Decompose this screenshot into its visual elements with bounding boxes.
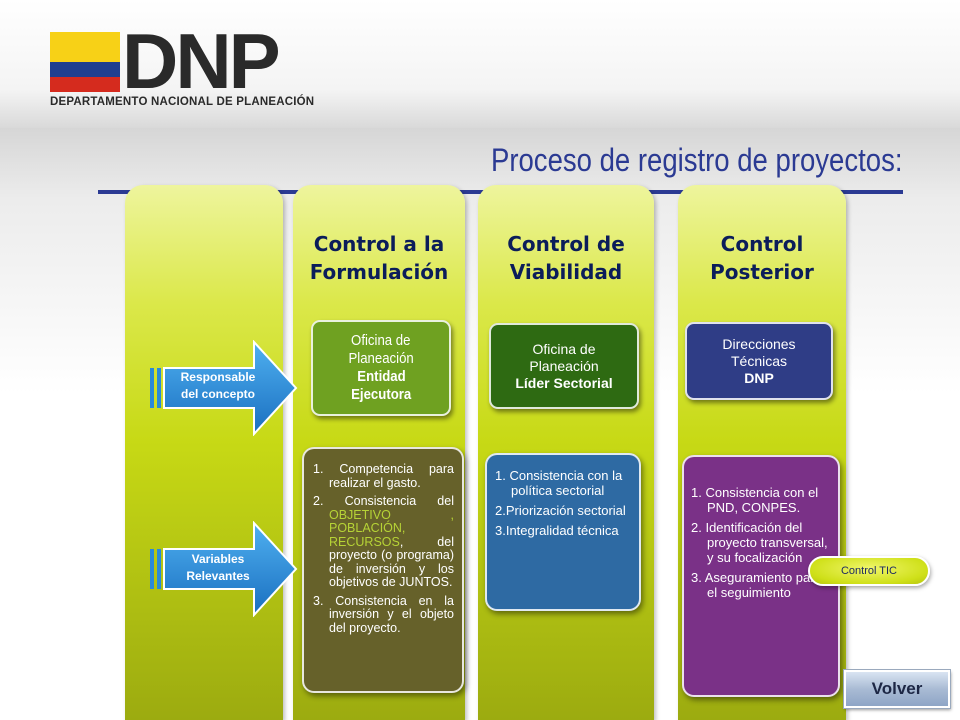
page-title: Proceso de registro de proyectos: bbox=[490, 142, 902, 178]
responsable-box-viabilidad: Oficina de Planeación Líder Sectorial bbox=[489, 323, 639, 409]
list-item: 1. Consistencia con la política sectoria… bbox=[495, 468, 623, 498]
list-item: 3.Integralidad técnica bbox=[495, 523, 619, 538]
logo-subtitle: DEPARTAMENTO NACIONAL DE PLANEACIÓN bbox=[50, 96, 315, 108]
dnp-logo: DNP bbox=[122, 17, 281, 105]
header: DNP DEPARTAMENTO NACIONAL DE PLANEACIÓN bbox=[0, 0, 960, 128]
column-title: Control de Viabilidad bbox=[507, 232, 625, 284]
variables-box-posterior: 1. Consistencia con el PND, CONPES. 2. I… bbox=[682, 455, 840, 697]
column-control-viabilidad: Control de Viabilidad bbox=[478, 185, 654, 720]
list-item: 3. Consistencia en la inversión y el obj… bbox=[313, 593, 454, 635]
list-item: 2. Consistencia del OBJETIVO , POBLACIÓN… bbox=[313, 494, 454, 589]
variables-arrow-icon bbox=[150, 521, 298, 617]
list-item: 2. Identificación del proyecto transvers… bbox=[691, 520, 828, 565]
list-item: 2.Priorización sectorial bbox=[495, 503, 626, 518]
variables-box-formulacion: 1. Competencia para realizar el gasto. 2… bbox=[302, 447, 464, 693]
row-label-column bbox=[125, 185, 283, 720]
row-label-responsable: Responsable del concepto bbox=[180, 370, 256, 401]
column-title: Control a la Formulación bbox=[309, 232, 449, 284]
criteria-list: 1. Competencia para realizar el gasto. 2… bbox=[313, 462, 454, 635]
responsable-arrow-icon bbox=[150, 340, 298, 436]
row-label-variables: Variables Relevantes bbox=[186, 552, 250, 583]
criteria-list: 1. Consistencia con el PND, CONPES. 2. I… bbox=[691, 485, 831, 600]
control-tic-badge: Control TIC bbox=[808, 556, 930, 586]
colombia-flag-icon bbox=[50, 32, 120, 92]
list-item: 1. Competencia para realizar el gasto. bbox=[313, 462, 454, 490]
criteria-list: 1. Consistencia con la política sectoria… bbox=[495, 468, 632, 538]
list-item: 1. Consistencia con el PND, CONPES. bbox=[691, 485, 819, 515]
variables-box-viabilidad: 1. Consistencia con la política sectoria… bbox=[485, 453, 641, 611]
volver-button[interactable]: Volver bbox=[843, 669, 951, 709]
list-item: 3. Aseguramiento para el seguimiento bbox=[691, 570, 822, 600]
column-title: Control Posterior bbox=[710, 232, 814, 284]
responsable-box-posterior: Direcciones Técnicas DNP bbox=[685, 322, 833, 400]
responsable-box-formulacion: Oficina de Planeación Entidad Ejecutora bbox=[311, 320, 451, 416]
